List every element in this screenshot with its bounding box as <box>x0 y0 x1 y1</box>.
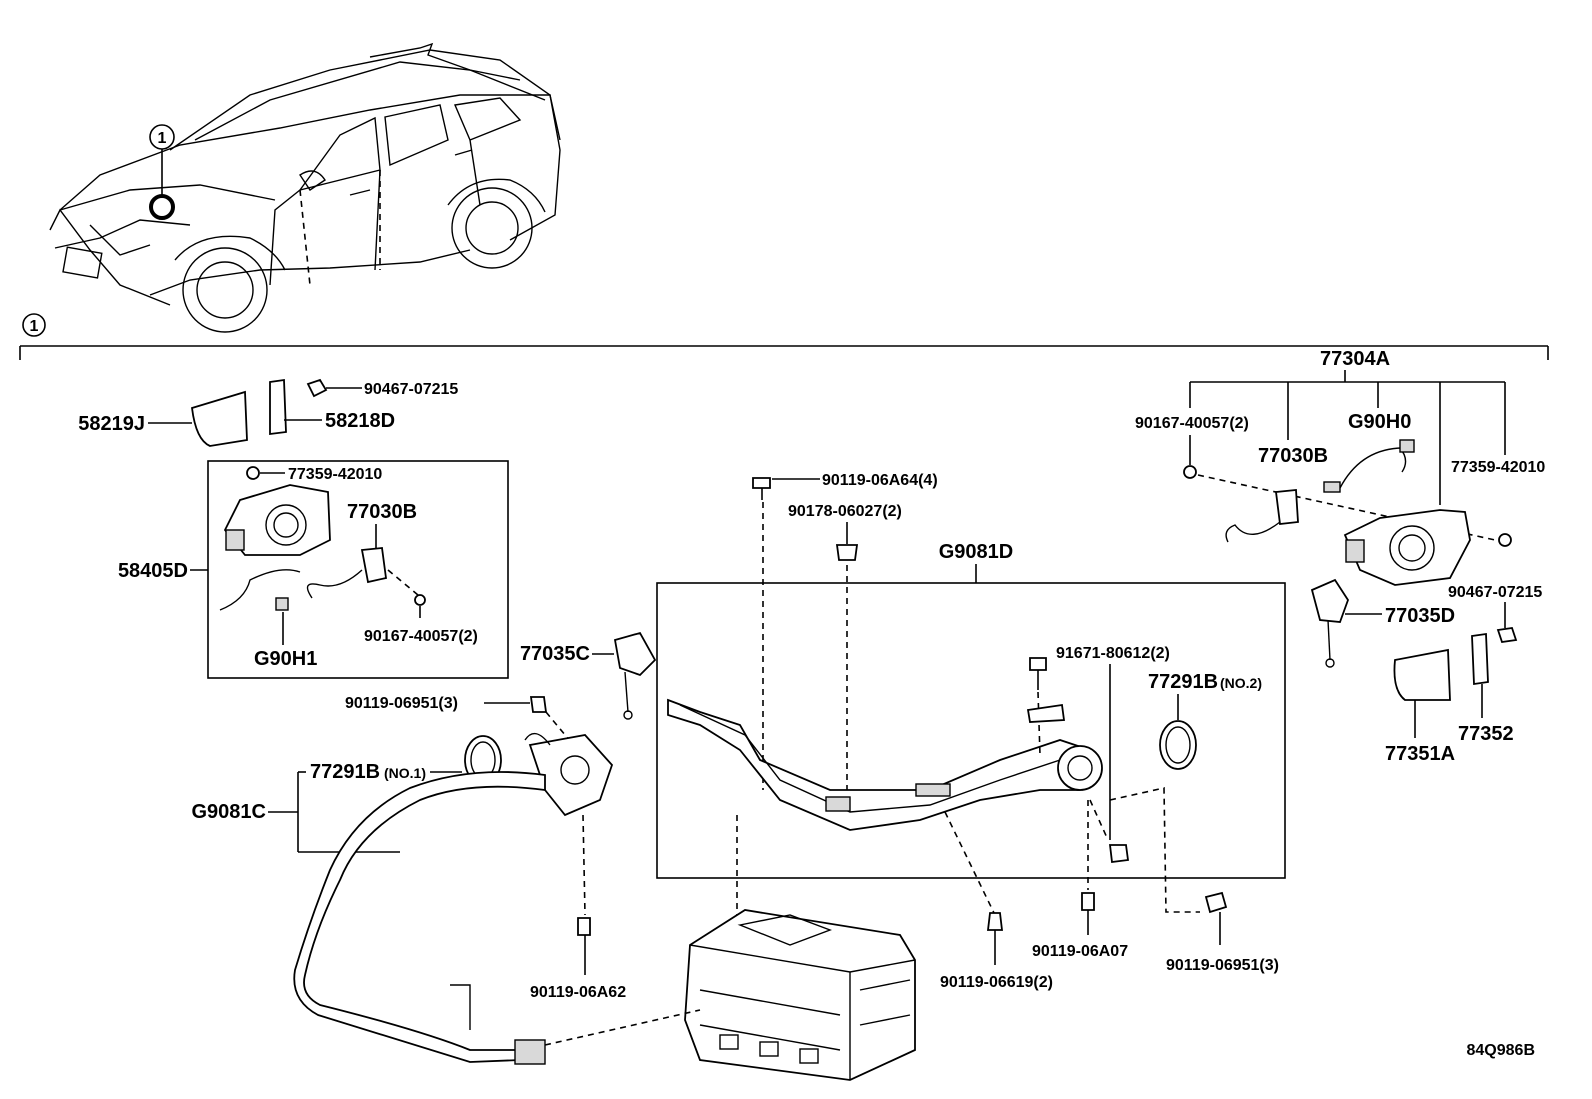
label-58405D: 58405D <box>118 560 188 582</box>
label-77291B-no2: 77291B <box>1148 671 1218 693</box>
label-no1: (NO.1) <box>384 765 426 781</box>
label-77359-42010-right: 77359-42010 <box>1451 459 1545 476</box>
left-harness-group: 90119-06951(3) 77291B (NO.1) G9081C 9011… <box>192 695 626 1065</box>
label-G90H0: G90H0 <box>1348 411 1411 433</box>
left-lid-group: 58219J 58218D 90467-07215 58405D 77359-4… <box>78 378 509 679</box>
label-58219J: 58219J <box>78 413 145 435</box>
label-G9081C: G9081C <box>192 801 267 823</box>
label-90467-07215-right: 90467-07215 <box>1448 584 1542 601</box>
label-G90H1: G90H1 <box>254 648 317 670</box>
label-91671-80612: 91671-80612(2) <box>1056 645 1170 662</box>
vehicle-illustration: 1 <box>49 42 561 333</box>
label-90167-40057-right: 90167-40057(2) <box>1135 415 1249 432</box>
vehicle-callout-number: 1 <box>158 130 167 147</box>
label-77291B-no1: 77291B <box>310 761 380 783</box>
label-77030B-left: 77030B <box>347 501 417 523</box>
label-G9081D: G9081D <box>939 541 1014 563</box>
label-77030B-right: 77030B <box>1258 445 1328 467</box>
diagram-code: 84Q986B <box>1467 1042 1536 1059</box>
label-77035C: 77035C <box>520 643 590 665</box>
label-90119-06A64: 90119-06A64(4) <box>822 472 938 489</box>
label-77359-42010-left: 77359-42010 <box>288 466 382 483</box>
section-callout-number: 1 <box>30 318 39 335</box>
label-90167-40057-left: 90167-40057(2) <box>364 628 478 645</box>
label-90119-06619: 90119-06619(2) <box>940 974 1053 991</box>
label-90178-06027: 90178-06027(2) <box>788 503 902 520</box>
label-90119-06A62: 90119-06A62 <box>530 984 626 1001</box>
section-bracket: 1 <box>19 313 1549 360</box>
label-77352: 77352 <box>1458 723 1514 745</box>
label-77351A: 77351A <box>1385 743 1455 765</box>
label-77035D: 77035D <box>1385 605 1455 627</box>
power-control-unit <box>544 909 916 1081</box>
center-hardware: 90119-06A64(4) 90178-06027(2) G9081D 770… <box>520 472 1286 991</box>
label-90119-06951-right: 90119-06951(3) <box>1166 957 1279 974</box>
right-lid-group: 77304A 90167-40057(2) 77030B G90H0 77359… <box>1135 348 1545 765</box>
label-77304A: 77304A <box>1320 348 1390 370</box>
label-90119-06A07: 90119-06A07 <box>1032 943 1128 960</box>
label-58218D: 58218D <box>325 410 395 432</box>
label-90467-07215-left: 90467-07215 <box>364 381 458 398</box>
label-90119-06951-left: 90119-06951(3) <box>345 695 458 712</box>
charging-port-location-marker <box>149 194 175 220</box>
label-no2: (NO.2) <box>1220 675 1262 691</box>
